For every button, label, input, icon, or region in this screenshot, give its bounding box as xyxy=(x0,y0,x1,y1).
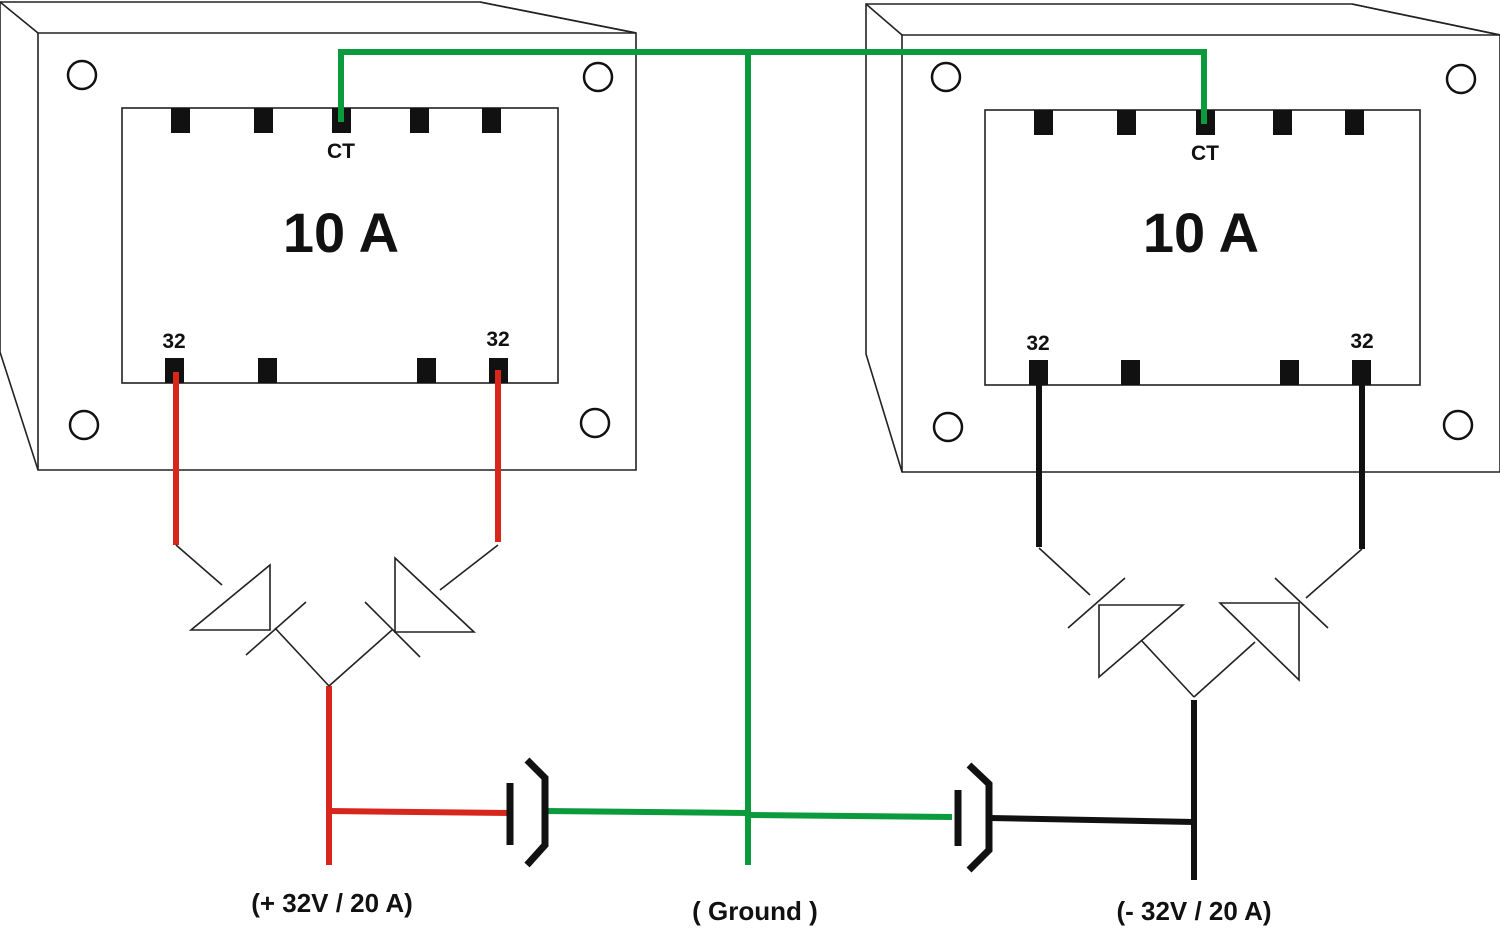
ground-to-positive-cap-wire xyxy=(544,808,749,816)
secondary-terminal xyxy=(417,358,436,383)
negative-to-cap-wire xyxy=(989,815,1195,825)
secondary-terminal-32-left xyxy=(165,358,184,383)
tap-label-right: 32 xyxy=(1350,330,1373,353)
primary-terminal xyxy=(1273,110,1292,135)
primary-terminal xyxy=(410,108,429,133)
mounting-hole-icon xyxy=(930,61,962,93)
negative-output-label: (- 32V / 20 A) xyxy=(1116,896,1271,926)
transformer-right-label-panel xyxy=(984,109,1421,386)
mounting-hole-icon xyxy=(582,61,614,93)
primary-terminal xyxy=(171,108,190,133)
primary-terminal xyxy=(254,108,273,133)
ground-to-negative-cap-wire xyxy=(747,812,953,820)
capacitor-curved-plate-icon xyxy=(524,757,549,868)
center-tap-link-wire xyxy=(338,49,1207,124)
transformer-left: CT 10 A 32 32 xyxy=(0,1,637,471)
mounting-hole-icon xyxy=(1442,409,1474,441)
ground-output-label: ( Ground ) xyxy=(692,896,818,926)
mounting-hole-icon xyxy=(1445,63,1477,95)
positive-to-cap-wire xyxy=(328,808,511,816)
primary-terminal xyxy=(1117,110,1136,135)
diode-icon xyxy=(188,563,271,631)
primary-terminal xyxy=(482,108,501,133)
mounting-hole-icon xyxy=(68,409,100,441)
transformer-rating: 10 A xyxy=(1143,201,1259,264)
secondary-terminal xyxy=(258,358,277,383)
tap-label-left: 32 xyxy=(1026,332,1049,355)
transformer-right: CT 10 A 32 32 xyxy=(865,3,1500,473)
primary-terminal xyxy=(1034,110,1053,135)
secondary-terminal xyxy=(1280,360,1299,385)
secondary-terminal xyxy=(1121,360,1140,385)
negative-rectifier xyxy=(954,370,1365,880)
diode-icon xyxy=(394,556,477,633)
mounting-hole-icon xyxy=(579,407,611,439)
capacitor-curved-plate-icon xyxy=(966,762,993,873)
diode-icon xyxy=(1218,602,1300,682)
transformer-left-label-panel xyxy=(121,107,559,384)
tap-label-left: 32 xyxy=(162,330,185,353)
primary-terminal xyxy=(1345,110,1364,135)
transformer-rating: 10 A xyxy=(283,201,399,264)
mounting-hole-icon xyxy=(66,59,98,91)
center-tap-label: CT xyxy=(327,140,355,163)
mounting-hole-icon xyxy=(932,411,964,443)
ground-wiring xyxy=(338,49,1207,865)
positive-rectifier xyxy=(173,370,549,868)
tap-label-right: 32 xyxy=(486,328,509,351)
center-tap-label: CT xyxy=(1191,142,1219,165)
positive-output-label: (+ 32V / 20 A) xyxy=(251,888,413,918)
